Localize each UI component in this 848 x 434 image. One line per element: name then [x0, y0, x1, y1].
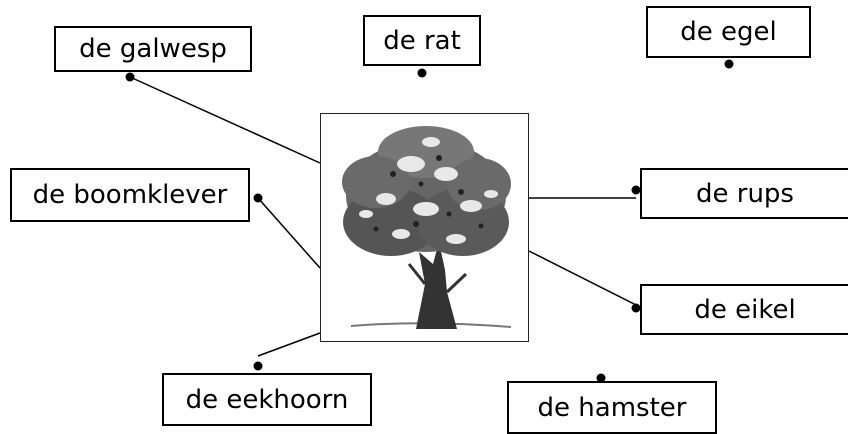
label-hamster[interactable]: de hamster — [507, 381, 717, 434]
label-rat[interactable]: de rat — [363, 15, 481, 66]
tree-illustration — [342, 126, 512, 329]
tree-picture — [320, 113, 529, 342]
label-boomklever[interactable]: de boomklever — [10, 168, 250, 222]
line-eikel — [528, 250, 637, 306]
label-eekhoorn[interactable]: de eekhoorn — [162, 373, 372, 426]
dot-eekhoorn — [253, 361, 263, 371]
line-eekhoorn — [257, 332, 321, 357]
dot-rups — [631, 185, 641, 195]
label-egel[interactable]: de egel — [646, 6, 811, 58]
dot-galwesp — [125, 72, 135, 82]
label-rups[interactable]: de rups — [640, 168, 848, 219]
line-boomklever — [257, 197, 321, 269]
dot-boomklever — [253, 193, 263, 203]
dot-rat — [417, 68, 427, 78]
label-galwesp[interactable]: de galwesp — [54, 26, 252, 72]
label-eikel[interactable]: de eikel — [640, 284, 848, 335]
dot-eikel — [631, 303, 641, 313]
dot-egel — [724, 59, 734, 69]
dot-hamster — [596, 373, 606, 383]
line-galwesp — [129, 76, 321, 164]
